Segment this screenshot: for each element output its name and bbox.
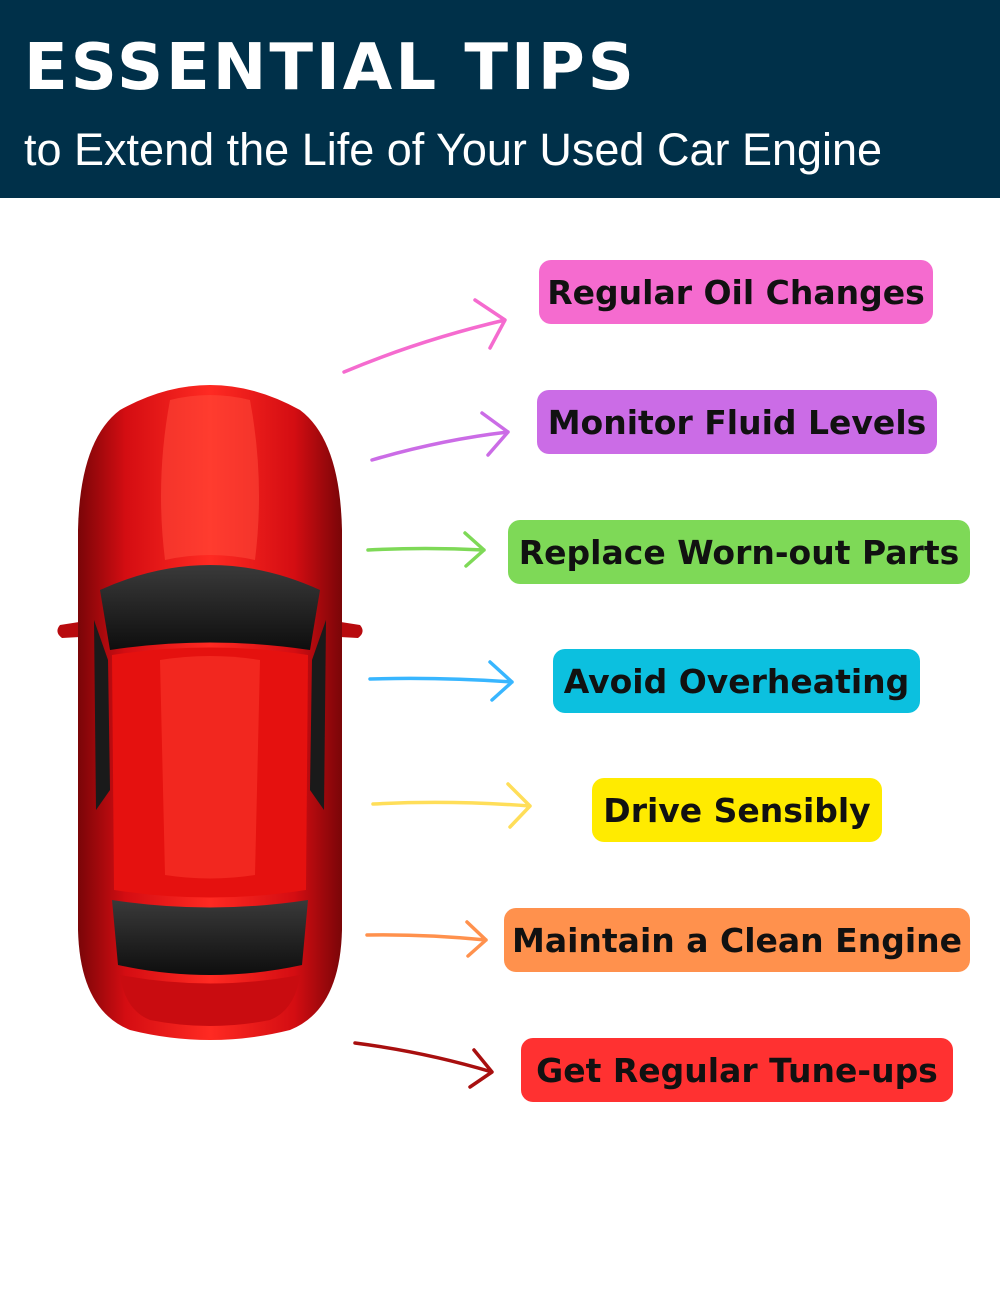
tip-get-regular-tune-ups: Get Regular Tune-ups: [521, 1038, 953, 1102]
tip-replace-worn-out-parts: Replace Worn-out Parts: [508, 520, 970, 584]
arrow-icon: [365, 920, 488, 958]
tip-regular-oil-changes: Regular Oil Changes: [539, 260, 933, 324]
page-subtitle: to Extend the Life of Your Used Car Engi…: [24, 124, 883, 175]
arrow-icon: [370, 411, 510, 462]
tip-maintain-clean-engine: Maintain a Clean Engine: [504, 908, 970, 972]
arrow-icon: [342, 298, 507, 374]
tip-drive-sensibly: Drive Sensibly: [592, 778, 882, 842]
arrow-icon: [366, 531, 486, 568]
header-banner: ESSENTIAL TIPS to Extend the Life of You…: [0, 0, 1000, 198]
red-car-top-view-icon: [57, 385, 363, 1040]
page-title: ESSENTIAL TIPS: [24, 31, 637, 105]
tip-monitor-fluid-levels: Monitor Fluid Levels: [537, 390, 937, 454]
arrow-icon: [368, 660, 514, 702]
tip-avoid-overheating: Avoid Overheating: [553, 649, 920, 713]
arrow-icon: [353, 1041, 494, 1089]
arrow-icon: [371, 782, 532, 829]
